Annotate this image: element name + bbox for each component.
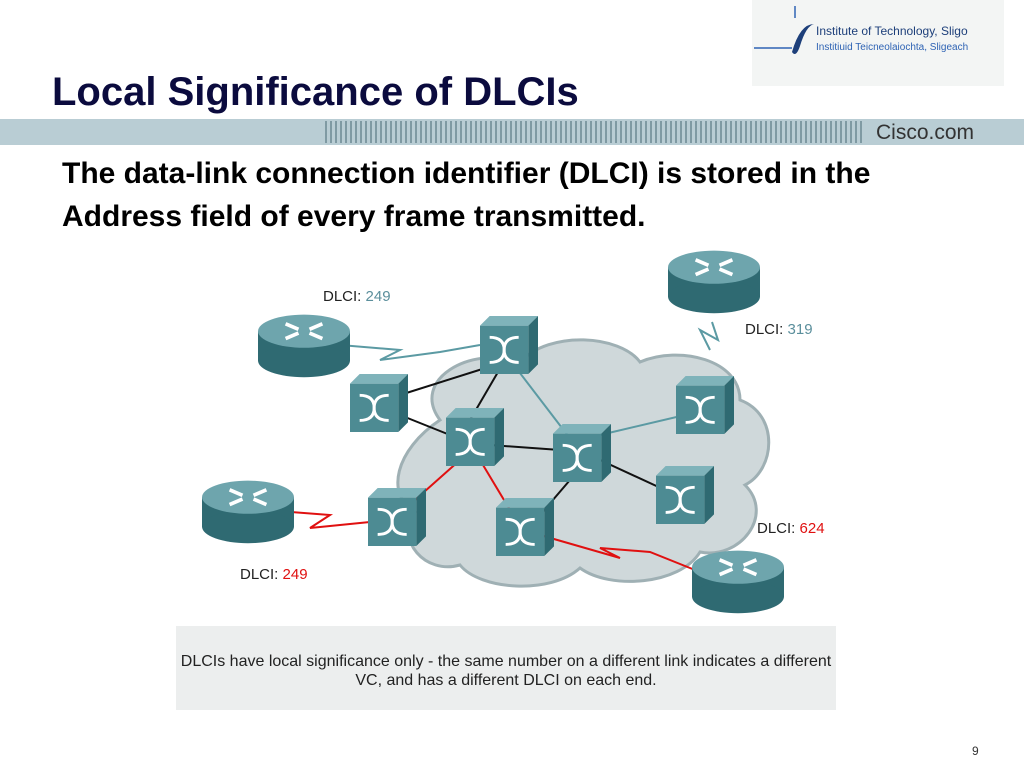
frame-relay-switch-icon [368,488,426,546]
logo-box [752,0,1004,86]
dlci-label-top-right: DLCI: 319 [745,321,813,338]
router-icon [668,248,760,314]
link-teal-top-left [339,344,481,361]
frame-relay-switch-icon [553,424,611,482]
frame-relay-switch-icon [350,374,408,432]
slide-title: Local Significance of DLCIs [52,70,579,114]
banner-stripes [325,119,865,145]
frame-relay-switch-icon [480,316,538,374]
page-number: 9 [972,744,979,758]
link-teal-right [599,414,686,436]
link-black-1 [399,364,496,396]
links [264,321,720,571]
router-icon [258,312,350,378]
logo-swoosh-icon [754,6,814,54]
cisco-brand: Cisco.com [876,121,975,144]
router-icon [202,478,294,544]
caption-box [176,626,836,710]
logo-text-line2: Institiuid Teicneolaiochta, Sligeach [816,42,969,53]
frame-relay-switch-icon [446,408,504,466]
frame-relay-switch-icon [656,466,714,524]
frame-relay-switch-icon [496,498,554,556]
link-red-right [539,534,696,571]
dlci-label-top-left: DLCI: 249 [323,288,391,305]
dlci-label-bottom-left: DLCI: 249 [240,566,308,583]
link-teal-top-right [697,321,720,351]
logo-text-line1: Institute of Technology, Sligo [816,24,968,38]
link-black-3 [399,414,451,436]
link-red-left [264,509,371,529]
subtitle: The data-link connection identifier (DLC… [62,157,871,233]
frame-relay-switch-icon [676,376,734,434]
diagram-caption: DLCIs have local significance only - the… [180,653,832,689]
banner-bar [0,119,1024,145]
router-icon [692,548,784,614]
dlci-label-bottom-right: DLCI: 624 [757,520,825,537]
